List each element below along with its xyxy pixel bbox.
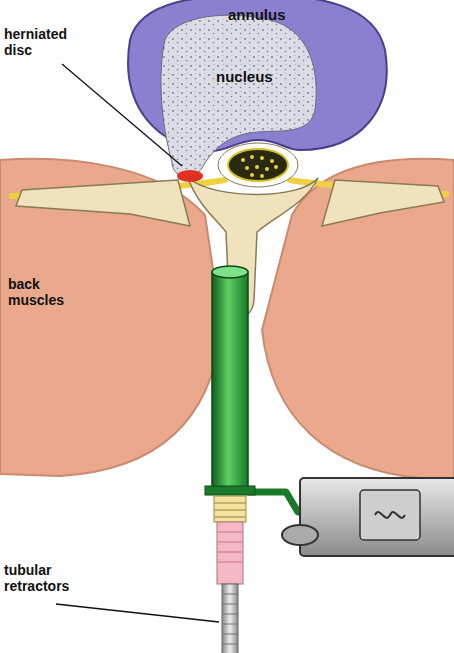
leader-line — [56, 604, 219, 622]
part-label: annulus — [228, 6, 286, 23]
part-label: back muscles — [8, 276, 80, 308]
part-label: nucleus — [216, 68, 273, 85]
part-label: tubular retractors — [4, 562, 94, 594]
part-label: herniated disc — [4, 26, 84, 58]
muscle — [0, 159, 222, 476]
leader-line — [62, 64, 182, 166]
